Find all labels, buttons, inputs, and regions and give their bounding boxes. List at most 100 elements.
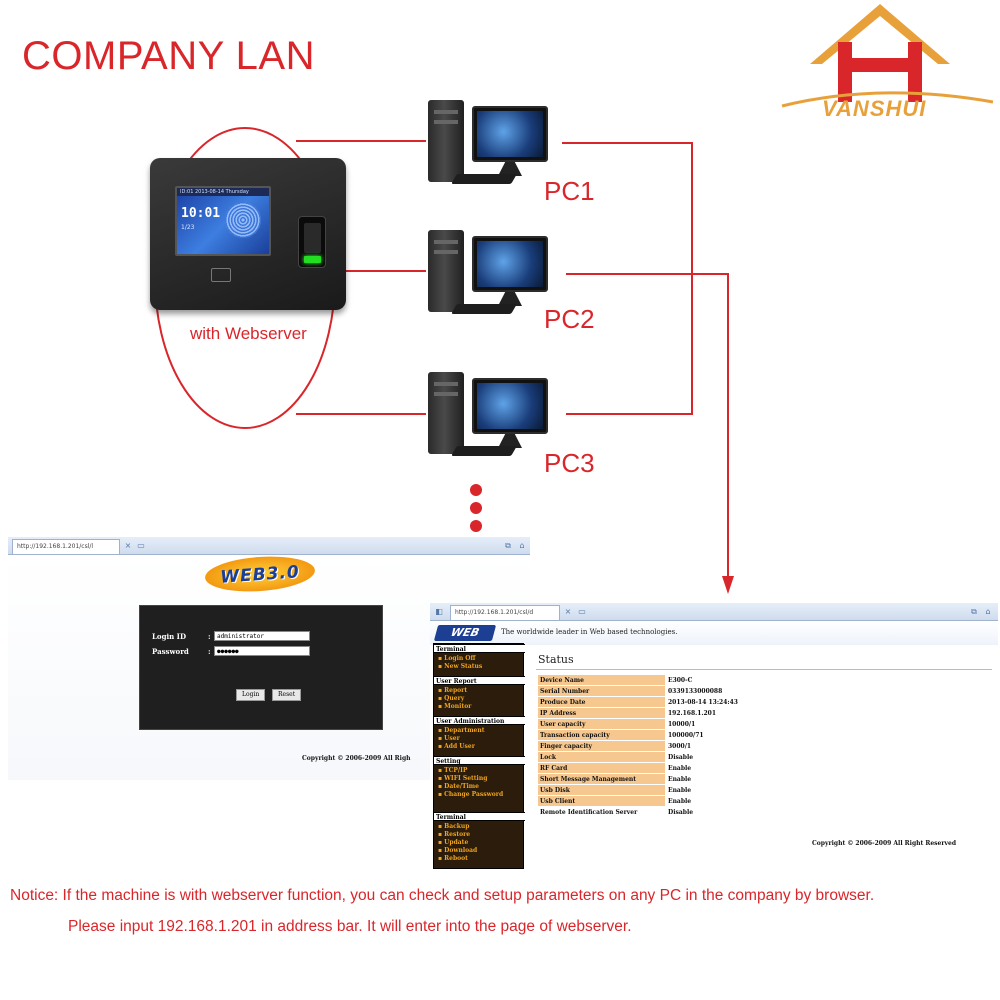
status-key: Remote Identification Server [538, 807, 665, 818]
login-id-input[interactable]: administrator [214, 631, 310, 641]
sidebar-item-monitor[interactable]: ▪ Monitor [438, 703, 472, 710]
pc3-computer [428, 372, 558, 462]
status-value: Enable [668, 776, 692, 783]
home-icon[interactable]: ⌂ [985, 607, 991, 616]
status-value: 192.168.1.201 [668, 710, 717, 717]
status-key: Usb Client [538, 796, 665, 807]
login-id-label: Login ID [152, 632, 187, 641]
status-key: IP Address [538, 708, 665, 719]
status-key: RF Card [538, 763, 665, 774]
logo-text: VANSHUI [822, 96, 927, 121]
tab-list-icon[interactable]: ⧉ [971, 607, 977, 616]
status-row: Lock Disable [538, 752, 878, 763]
status-key: Lock [538, 752, 665, 763]
status-row: Usb Client Enable [538, 796, 878, 807]
status-key: Short Message Management [538, 774, 665, 785]
pc2-computer [428, 230, 558, 320]
status-key: Serial Number [538, 686, 665, 697]
close-tab-icon[interactable]: × [564, 607, 572, 616]
status-value: Disable [668, 754, 694, 761]
pc-tower-icon [428, 100, 464, 182]
sidebar-section-user-administration: User Administration [434, 716, 525, 725]
status-value: 100000/71 [668, 732, 704, 739]
pc-stand [498, 292, 522, 306]
browser-tab-bar: http://192.168.1.201/csl/l × ▭ ⧉ ⌂ [8, 537, 530, 555]
status-row: User capacity 10000/1 [538, 719, 878, 730]
sidebar-item-date-time[interactable]: ▪ Date/Time [438, 783, 479, 790]
fingerprint-terminal: ID:01 2013-08-14 Thursday 10:01 1/23 [150, 158, 346, 310]
tab-sidebar-icon[interactable]: ◧ [435, 607, 443, 616]
title-divider [536, 669, 992, 670]
close-tab-icon[interactable]: × [124, 541, 132, 550]
status-value: 10000/1 [668, 721, 696, 728]
sidebar-item-restore[interactable]: ▪ Restore [438, 831, 471, 838]
login-copyright: Copyright © 2006-2009 All Righ [302, 755, 411, 762]
status-row: Finger capacity 3000/1 [538, 741, 878, 752]
sidebar-item-tcpip[interactable]: ▪ TCP/IP [438, 767, 468, 774]
notice-line-2: Please input 192.168.1.201 in address ba… [68, 918, 632, 935]
ellipsis-dot [470, 520, 482, 532]
pc-keyboard-icon [451, 174, 517, 184]
status-key: Device Name [538, 675, 665, 686]
new-tab-icon[interactable]: ▭ [137, 541, 145, 550]
pc-keyboard-icon [451, 304, 517, 314]
sidebar-item-update[interactable]: ▪ Update [438, 839, 469, 846]
browser-tab-bar: ◧ http://192.168.1.201/csl/d × ▭ ⧉ ⌂ [430, 603, 998, 621]
status-row: IP Address 192.168.1.201 [538, 708, 878, 719]
status-row: Short Message Management Enable [538, 774, 878, 785]
sidebar-item-wifi-setting[interactable]: ▪ WIFI Setting [438, 775, 488, 782]
sidebar-section-terminal-2: Terminal [434, 812, 525, 821]
sidebar-item-report[interactable]: ▪ Report [438, 687, 468, 694]
password-input[interactable]: ●●●●●● [214, 646, 310, 656]
sidebar-item-add-user[interactable]: ▪ Add User [438, 743, 475, 750]
tab-list-icon[interactable]: ⧉ [505, 541, 511, 550]
device-clock: 10:01 [181, 206, 221, 221]
sidebar-item-reboot[interactable]: ▪ Reboot [438, 855, 468, 862]
navigation-sidebar: Terminal ▪ Login Off ▪ New Status User R… [433, 643, 525, 869]
device-date: 1/23 [181, 224, 195, 231]
status-key: Transaction capacity [538, 730, 665, 741]
pc-tower-icon [428, 230, 464, 312]
sidebar-item-new-status[interactable]: ▪ New Status [438, 663, 483, 670]
colon: : [208, 647, 211, 656]
pc-stand [498, 162, 522, 176]
sidebar-item-user[interactable]: ▪ User [438, 735, 460, 742]
pc-monitor-icon [472, 378, 548, 434]
pc1-label: PC1 [544, 176, 595, 206]
fingerprint-icon [225, 202, 261, 238]
rfid-reader [211, 268, 231, 282]
pc-stand [498, 434, 522, 448]
sidebar-section-terminal: Terminal [434, 644, 525, 653]
status-row: Remote Identification Server Disable [538, 807, 878, 818]
sidebar-item-department[interactable]: ▪ Department [438, 727, 485, 734]
ellipsis-dot [470, 484, 482, 496]
status-row: RF Card Enable [538, 763, 878, 774]
home-icon[interactable]: ⌂ [519, 541, 525, 550]
status-page-header: WEB The worldwide leader in Web based te… [430, 621, 998, 645]
status-row: Device Name E300-C [538, 675, 878, 686]
browser-tab[interactable]: http://192.168.1.201/csl/d [450, 605, 560, 620]
status-value: 3000/1 [668, 743, 692, 750]
sidebar-section-setting: Setting [434, 756, 525, 765]
reset-button[interactable]: Reset [272, 689, 302, 701]
status-key: User capacity [538, 719, 665, 730]
pc-monitor-icon [472, 106, 548, 162]
sensor-window [304, 223, 321, 253]
login-button[interactable]: Login [236, 689, 266, 701]
status-key: Usb Disk [538, 785, 665, 796]
pc-monitor-icon [472, 236, 548, 292]
web-logo: WEB [433, 625, 497, 641]
new-tab-icon[interactable]: ▭ [578, 607, 586, 616]
sidebar-item-download[interactable]: ▪ Download [438, 847, 478, 854]
pc1-computer [428, 100, 558, 190]
status-value: E300-C [668, 677, 693, 684]
status-value: 2013-08-14 13:24:43 [668, 699, 738, 706]
sidebar-item-query[interactable]: ▪ Query [438, 695, 465, 702]
tagline: The worldwide leader in Web based techno… [501, 628, 678, 636]
sidebar-item-change-password[interactable]: ▪ Change Password [438, 791, 504, 798]
status-value: Enable [668, 787, 692, 794]
sidebar-item-backup[interactable]: ▪ Backup [438, 823, 470, 830]
sidebar-item-login-off[interactable]: ▪ Login Off [438, 655, 476, 662]
browser-tab[interactable]: http://192.168.1.201/csl/l [12, 539, 120, 554]
sensor-led [304, 256, 321, 263]
